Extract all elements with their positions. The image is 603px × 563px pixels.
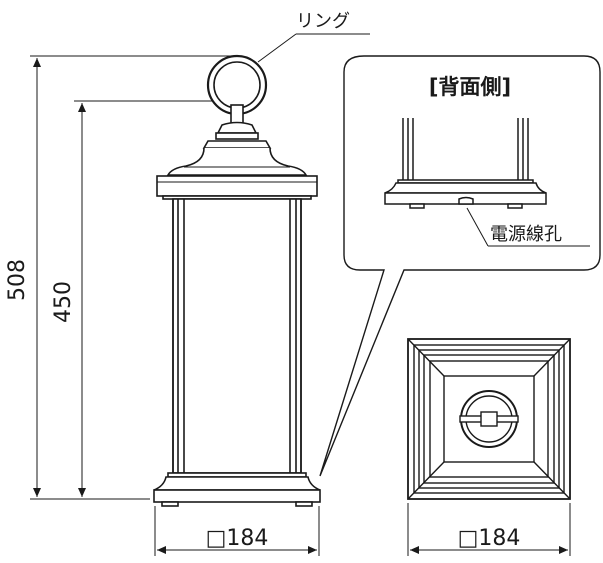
top-ring-icon	[459, 390, 519, 448]
dimension-line-front-width	[154, 506, 320, 556]
dimension-top-width: □184	[458, 526, 521, 551]
lantern-front-view	[153, 54, 321, 507]
back-side-callout: [背面側] 電源線孔	[319, 55, 601, 477]
lantern-glass-body	[172, 198, 302, 474]
back-side-title: [背面側]	[429, 75, 511, 99]
lantern-top-view	[407, 338, 571, 500]
lantern-finial	[215, 104, 259, 140]
dimension-total-height: 508	[5, 259, 30, 301]
back-side-detail	[384, 118, 547, 209]
cable-hole-leader-line	[466, 207, 590, 247]
dimension-body-height: 450	[51, 281, 76, 323]
cable-hole-icon	[458, 196, 474, 205]
dimension-lines-height	[30, 55, 232, 500]
ring-leader-line	[257, 33, 370, 63]
ring-label: リング	[296, 11, 350, 32]
lantern-base	[153, 472, 321, 507]
lantern-roof	[156, 140, 318, 200]
dimension-front-width: □184	[206, 526, 269, 551]
cable-hole-label: 電源線孔	[490, 224, 562, 245]
dimension-line-top-width	[407, 503, 571, 556]
